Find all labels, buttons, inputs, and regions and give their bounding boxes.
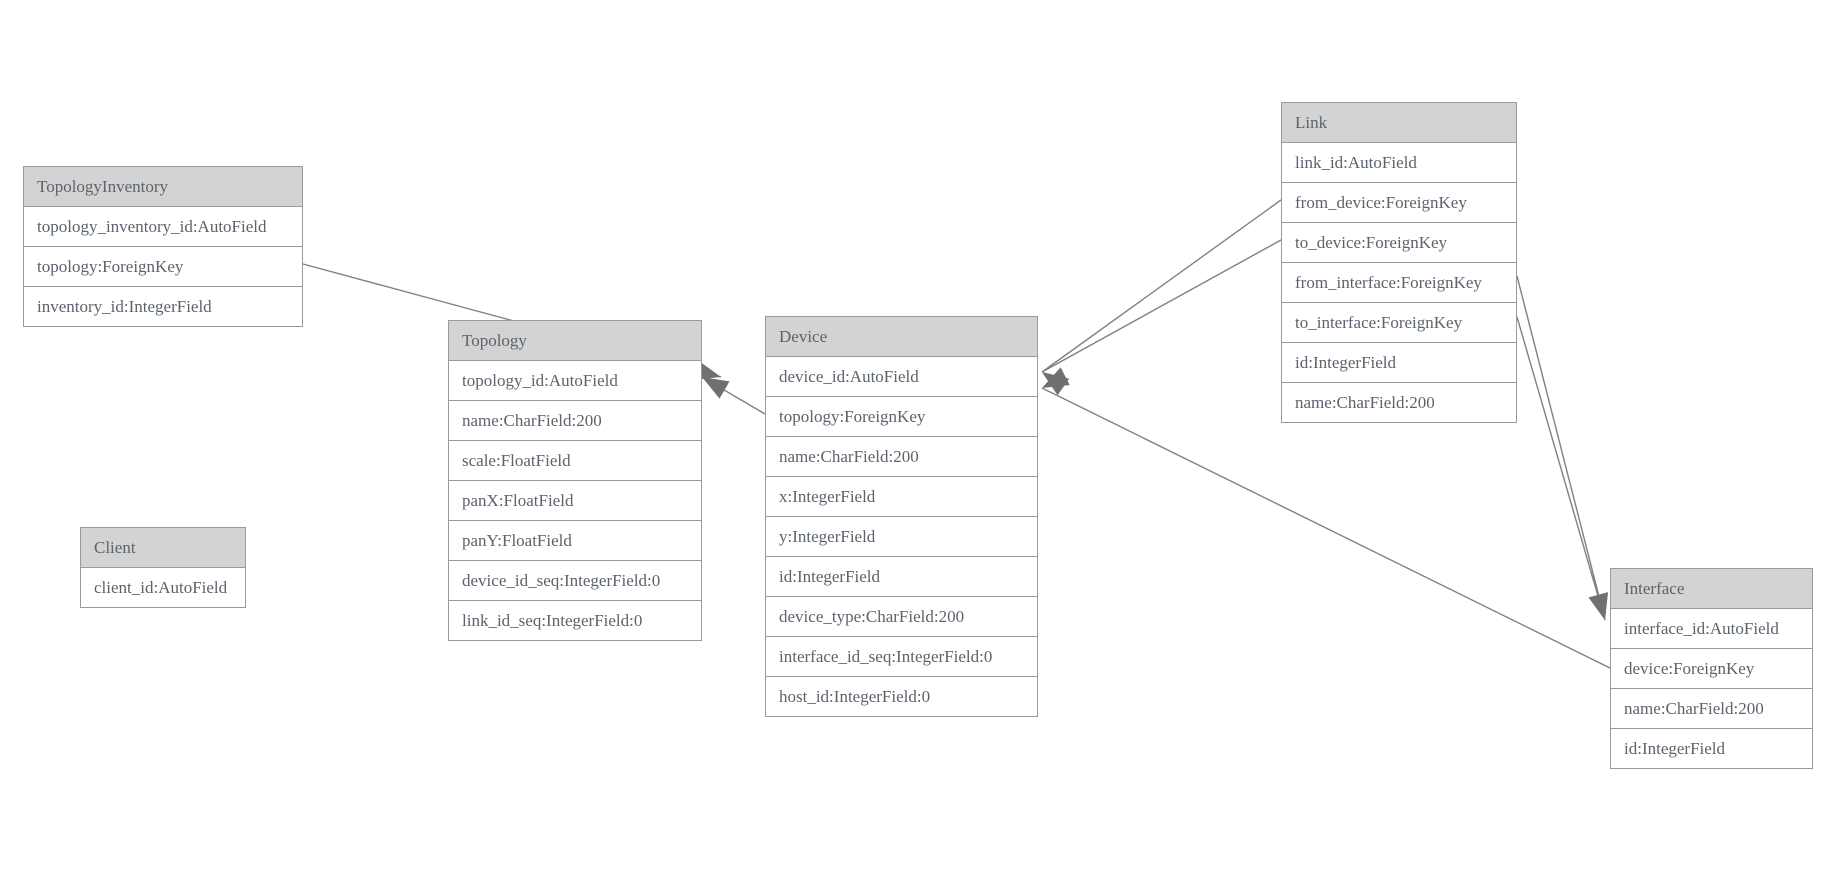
entity-field-row: client_id:AutoField — [81, 568, 245, 607]
entity-field-row: panX:FloatField — [449, 481, 701, 521]
entity-field-row: id:IntegerField — [1282, 343, 1516, 383]
entity-field-row: name:CharField:200 — [766, 437, 1037, 477]
entity-field-row: id:IntegerField — [766, 557, 1037, 597]
relationship-line — [701, 376, 766, 415]
entity-header-device: Device — [766, 317, 1037, 357]
entity-field-row: scale:FloatField — [449, 441, 701, 481]
entity-field-row: name:CharField:200 — [1282, 383, 1516, 422]
entity-field-row: to_device:ForeignKey — [1282, 223, 1516, 263]
rel-link-to-interface — [1516, 316, 1608, 621]
rel-link-from-interface — [1516, 275, 1608, 621]
relationship-arrowhead — [1042, 367, 1070, 388]
relationship-arrowhead — [1042, 372, 1070, 396]
entity-field-row: topology:ForeignKey — [24, 247, 302, 287]
entity-field-row: device:ForeignKey — [1611, 649, 1812, 689]
entity-field-row: y:IntegerField — [766, 517, 1037, 557]
entity-field-row: link_id:AutoField — [1282, 143, 1516, 183]
entity-field-row: interface_id_seq:IntegerField:0 — [766, 637, 1037, 677]
entity-field-row: id:IntegerField — [1611, 729, 1812, 768]
entity-header-link: Link — [1282, 103, 1516, 143]
entity-field-row: topology:ForeignKey — [766, 397, 1037, 437]
entity-field-row: topology_id:AutoField — [449, 361, 701, 401]
entity-field-row: device_type:CharField:200 — [766, 597, 1037, 637]
entity-header-topology: Topology — [449, 321, 701, 361]
rel-link-to-device — [1041, 239, 1282, 396]
rel-device-topology — [701, 376, 766, 415]
entity-header-client: Client — [81, 528, 245, 568]
entity-field-row: topology_inventory_id:AutoField — [24, 207, 302, 247]
relationship-line — [1041, 199, 1282, 373]
relationship-line — [1516, 316, 1606, 621]
entity-field-row: name:CharField:200 — [1611, 689, 1812, 729]
entity-header-interface: Interface — [1611, 569, 1812, 609]
entity-header-topology_inventory: TopologyInventory — [24, 167, 302, 207]
entity-field-row: name:CharField:200 — [449, 401, 701, 441]
entity-field-row: link_id_seq:IntegerField:0 — [449, 601, 701, 640]
entity-field-row: device_id_seq:IntegerField:0 — [449, 561, 701, 601]
entity-field-row: interface_id:AutoField — [1611, 609, 1812, 649]
relationship-line — [1041, 387, 1611, 669]
relationship-arrowhead — [1042, 372, 1070, 396]
rel-link-from-device — [1041, 199, 1282, 396]
entity-field-row: panY:FloatField — [449, 521, 701, 561]
entity-field-row: to_interface:ForeignKey — [1282, 303, 1516, 343]
relationship-line — [1041, 239, 1282, 373]
entity-field-row: device_id:AutoField — [766, 357, 1037, 397]
entity-field-row: from_interface:ForeignKey — [1282, 263, 1516, 303]
entity-field-row: from_device:ForeignKey — [1282, 183, 1516, 223]
entity-field-row: x:IntegerField — [766, 477, 1037, 517]
entity-field-row: inventory_id:IntegerField — [24, 287, 302, 326]
entity-field-row: host_id:IntegerField:0 — [766, 677, 1037, 716]
relationship-line — [1516, 275, 1606, 621]
